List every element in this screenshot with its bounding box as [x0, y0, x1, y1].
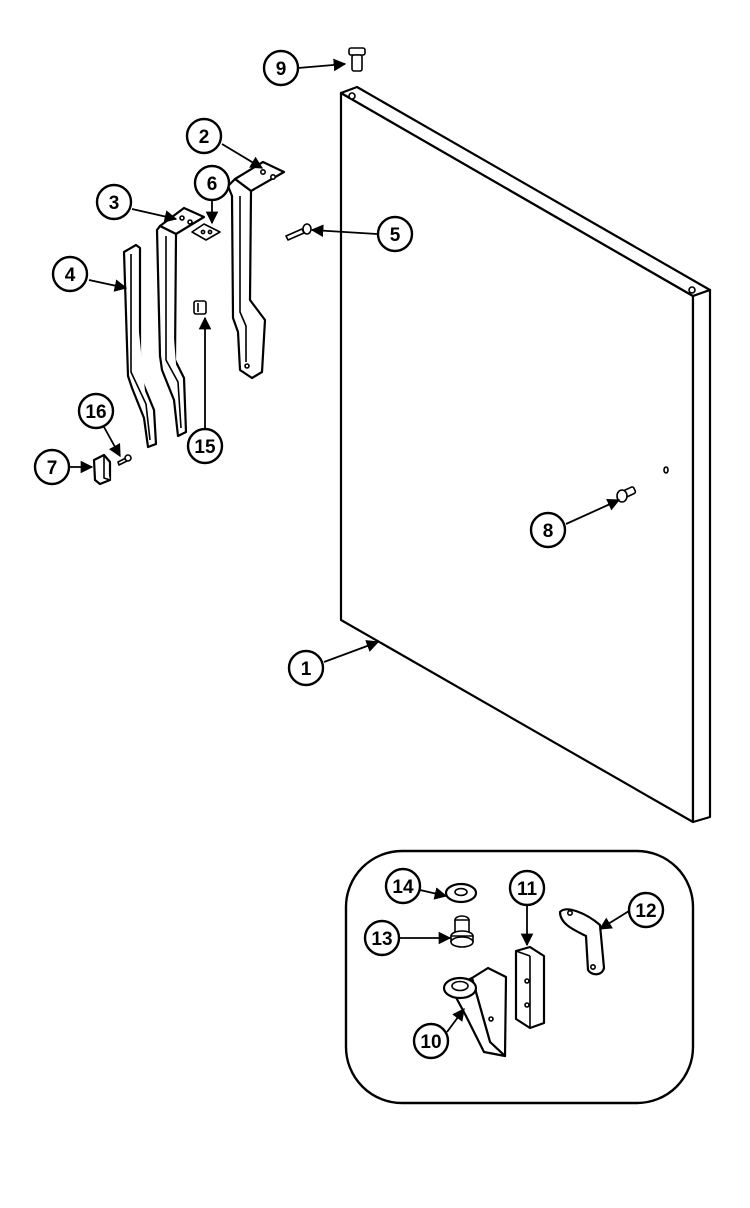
callout-10-label: 10: [420, 1032, 441, 1053]
callout-13: 13: [363, 919, 401, 957]
callout-4: 4: [51, 255, 89, 293]
plug-button: [348, 47, 366, 72]
door-panel: [339, 85, 712, 824]
callout-1-label: 1: [301, 659, 312, 680]
hinge-shim: [514, 945, 546, 1030]
washer: [444, 882, 478, 904]
callout-15-label: 15: [194, 437, 216, 458]
callout-9: 9: [262, 49, 300, 87]
callout-6-label: 6: [207, 174, 218, 195]
screw-small: [285, 223, 312, 241]
callout-7-label: 7: [47, 458, 58, 479]
hinge-bracket-long: [226, 160, 286, 380]
callout-5-label: 5: [390, 225, 401, 246]
callout-15: 15: [186, 427, 224, 465]
callout-12: 12: [627, 891, 665, 929]
hinge-plate: [558, 908, 606, 976]
callout-8: 8: [529, 511, 567, 549]
leader-lines: [70, 58, 630, 1033]
callout-9-label: 9: [276, 59, 287, 80]
callout-3: 3: [95, 183, 133, 221]
callout-10: 10: [412, 1022, 450, 1060]
callout-6: 6: [193, 164, 231, 202]
door-strip: [122, 243, 158, 449]
lower-hinge-bracket: [442, 966, 508, 1058]
callout-11-label: 11: [517, 879, 538, 900]
spacer-clip: [193, 300, 207, 315]
callout-7: 7: [33, 448, 71, 486]
callout-8-label: 8: [543, 521, 554, 542]
hinge-pin: [450, 915, 474, 948]
screw-tiny: [117, 454, 132, 466]
callout-14-label: 14: [392, 877, 414, 898]
callout-1: 1: [287, 649, 325, 687]
callout-5: 5: [376, 215, 414, 253]
callout-3-label: 3: [109, 193, 120, 214]
callout-4-label: 4: [65, 265, 76, 286]
shim-plate: [191, 223, 221, 241]
callout-12-label: 12: [635, 901, 656, 922]
callout-2-label: 2: [199, 127, 210, 148]
end-cap: [92, 453, 112, 486]
hinge-bracket-middle: [155, 206, 206, 438]
callout-16: 16: [77, 392, 115, 430]
callout-2: 2: [185, 117, 223, 155]
callout-13-label: 13: [371, 929, 392, 950]
callout-14: 14: [384, 867, 422, 905]
callout-11: 11: [508, 869, 546, 907]
callout-16-label: 16: [85, 402, 106, 423]
